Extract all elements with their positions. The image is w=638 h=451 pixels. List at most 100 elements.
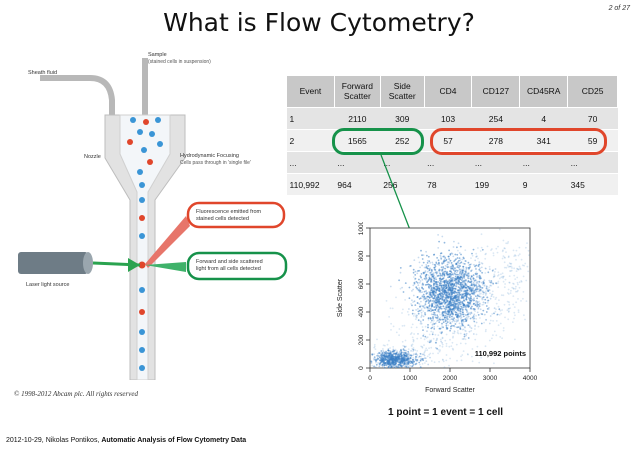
scatter-point	[377, 355, 380, 357]
scatter-point	[446, 266, 449, 269]
scatter-point	[420, 316, 423, 318]
scatter-point	[478, 303, 481, 306]
scatter-point	[414, 274, 417, 276]
scatter-point	[455, 298, 458, 301]
scatter-point	[504, 247, 506, 250]
scatter-point	[492, 254, 495, 257]
scatter-point	[458, 278, 461, 280]
scatter-point	[439, 277, 442, 280]
scatter-point	[478, 268, 481, 271]
scatter-point	[475, 273, 477, 276]
scatter-point	[466, 310, 469, 313]
scatter-point	[462, 306, 465, 309]
scatter-point	[471, 316, 474, 319]
scatter-point	[437, 309, 440, 311]
scatter-point	[469, 301, 472, 304]
scatter-point	[465, 332, 468, 335]
scatter-point	[390, 355, 392, 358]
scatter-point	[447, 324, 450, 327]
scatter-point	[515, 270, 518, 272]
scatter-point	[463, 279, 465, 282]
scatter-point	[497, 280, 500, 283]
scatter-point	[422, 297, 425, 299]
scatter-point	[424, 271, 427, 274]
scatter-point	[455, 319, 457, 321]
scatter-point	[460, 281, 463, 284]
scatter-point	[438, 311, 441, 314]
scatter-point	[424, 297, 426, 300]
scatter-point	[517, 283, 519, 286]
scatter-point	[455, 304, 457, 307]
scatter-point	[430, 285, 432, 288]
scatter-point	[432, 309, 434, 312]
scatter-point	[509, 270, 511, 272]
scatter-point	[464, 318, 466, 321]
scatter-point	[478, 274, 481, 277]
scatter-point	[427, 317, 430, 320]
scatter-point	[462, 265, 465, 268]
scatter-point	[448, 310, 450, 313]
scatter-point	[459, 265, 461, 268]
scatter-point	[433, 328, 436, 330]
scatter-point	[513, 255, 516, 257]
scatter-point	[447, 280, 449, 283]
scatter-point	[507, 318, 510, 321]
scatter-point	[447, 310, 450, 313]
scatter-point	[451, 299, 453, 301]
scatter-point	[495, 302, 498, 305]
scatter-point	[408, 286, 411, 289]
scatter-point	[425, 250, 427, 253]
scatter-point	[380, 355, 383, 358]
points-annotation: 110,992 points	[475, 349, 526, 358]
scatter-point	[435, 302, 438, 304]
scatter-point	[449, 299, 452, 301]
scatter-point	[486, 245, 489, 248]
scatter-point	[423, 338, 426, 341]
scatter-point	[457, 261, 459, 264]
scatter-point	[392, 348, 395, 351]
scatter-point	[516, 276, 519, 279]
scatter-point	[467, 268, 470, 271]
scatter-point	[424, 362, 426, 364]
scatter-point	[429, 317, 432, 320]
scatter-point	[412, 294, 415, 297]
scatter-point	[405, 358, 408, 361]
scatter-point	[421, 278, 424, 281]
scatter-point	[378, 363, 381, 366]
scatter-point	[445, 297, 447, 299]
scatter-point	[390, 359, 393, 362]
scatter-point	[429, 267, 432, 270]
scatter-point	[503, 256, 506, 259]
scatter-point	[440, 285, 443, 287]
scatter-point	[394, 348, 397, 351]
scatter-point	[394, 349, 396, 352]
scatter-point	[434, 280, 436, 283]
scatter-point	[455, 303, 457, 306]
scatter-point	[451, 312, 453, 315]
scatter-point	[464, 273, 466, 276]
scatter-point	[455, 306, 458, 309]
scatter-point	[481, 248, 484, 251]
scatter-point	[445, 312, 448, 315]
scatter-point	[413, 313, 416, 315]
scatter-point	[476, 301, 479, 303]
scatter-point	[455, 294, 457, 297]
scatter-point	[449, 273, 452, 275]
scatter-point	[431, 289, 434, 292]
scatter-point	[431, 333, 434, 336]
scatter-point	[402, 348, 405, 351]
scatter-point	[389, 358, 392, 361]
scatter-point	[512, 288, 515, 290]
scatter-point	[379, 352, 382, 355]
scatter-point	[405, 355, 407, 358]
scatter-point	[438, 269, 440, 272]
scatter-point	[378, 356, 381, 359]
scatter-point	[403, 362, 406, 365]
scatter-point	[450, 291, 452, 294]
scatter-point	[464, 306, 467, 309]
scatter-point	[454, 323, 457, 325]
scatter-point	[451, 318, 453, 321]
scatter-point	[450, 327, 452, 330]
scatter-point	[485, 328, 487, 331]
scatter-point	[484, 294, 487, 297]
